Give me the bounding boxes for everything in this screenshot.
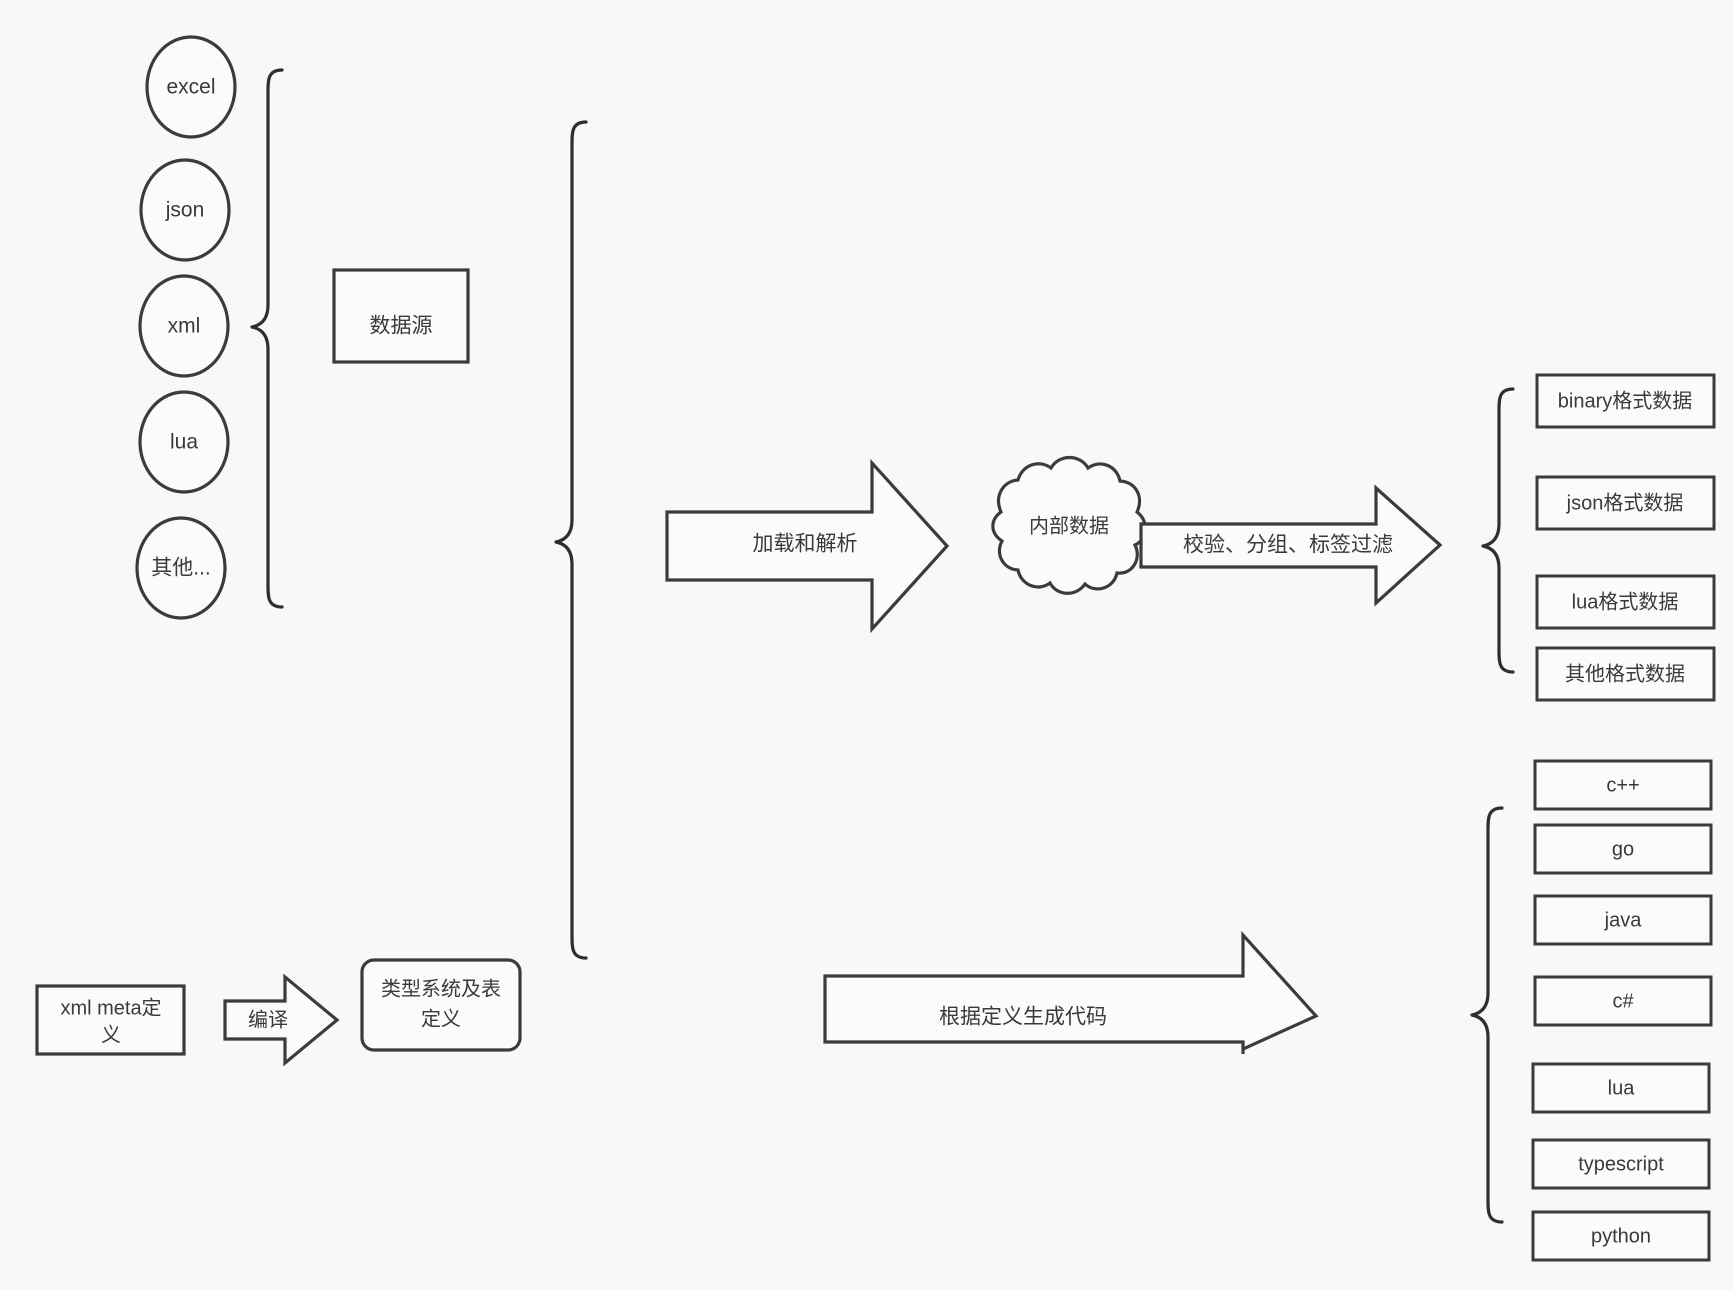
- compile-arrow: 编译: [223, 973, 340, 1067]
- language-box[interactable]: go: [1533, 823, 1713, 875]
- language-box[interactable]: c#: [1533, 975, 1713, 1027]
- type-system-label-line2: 定义: [421, 1007, 461, 1030]
- output-format-box[interactable]: json格式数据: [1535, 475, 1716, 531]
- filter-arrow-label: 校验、分组、标签过滤: [1183, 534, 1393, 557]
- source-label: 其他...: [151, 557, 211, 580]
- source-node-lua[interactable]: lua: [138, 390, 230, 494]
- xml-meta-label-line1: xml meta定: [60, 996, 161, 1019]
- source-label: excel: [166, 76, 215, 99]
- output-format-label: binary格式数据: [1558, 389, 1692, 412]
- source-node-other[interactable]: 其他...: [135, 516, 227, 620]
- type-system-label-line1: 类型系统及表: [381, 977, 501, 1000]
- internal-data-cloud[interactable]: 内部数据: [991, 455, 1147, 595]
- language-label: c++: [1606, 774, 1639, 796]
- language-box[interactable]: python: [1531, 1210, 1711, 1262]
- language-label: c#: [1612, 990, 1634, 1012]
- output-format-box[interactable]: lua格式数据: [1535, 574, 1716, 630]
- output-format-label: json格式数据: [1566, 491, 1684, 514]
- language-label: typescript: [1578, 1153, 1664, 1175]
- source-label: json: [165, 199, 205, 222]
- xml-meta-label-line2: 义: [101, 1023, 121, 1046]
- load-parse-arrow: 加载和解析: [665, 458, 950, 634]
- output-format-box[interactable]: binary格式数据: [1535, 373, 1716, 429]
- filter-arrow: 校验、分组、标签过滤: [1139, 484, 1443, 607]
- codegen-arrow: 根据定义生成代码: [823, 930, 1319, 1054]
- output-format-label: lua格式数据: [1572, 590, 1679, 613]
- data-source-label: 数据源: [370, 315, 433, 338]
- compile-arrow-label: 编译: [248, 1008, 288, 1031]
- language-label: go: [1612, 838, 1634, 860]
- output-formats-brace-icon: [1481, 387, 1515, 674]
- language-box[interactable]: typescript: [1531, 1138, 1711, 1190]
- codegen-languages-brace-icon: [1470, 806, 1504, 1224]
- codegen-arrow-label: 根据定义生成代码: [939, 1006, 1107, 1029]
- language-label: java: [1604, 909, 1643, 931]
- data-source-group: excel json xml lua 其他...: [135, 35, 237, 620]
- data-source-box[interactable]: 数据源: [332, 268, 470, 364]
- pipeline-input-brace-icon: [554, 120, 588, 960]
- language-label: python: [1591, 1225, 1651, 1247]
- language-box[interactable]: c++: [1533, 759, 1713, 811]
- source-node-excel[interactable]: excel: [145, 35, 237, 139]
- load-parse-arrow-label: 加载和解析: [753, 533, 858, 556]
- source-label: xml: [168, 315, 201, 338]
- source-node-xml[interactable]: xml: [138, 274, 230, 378]
- source-label: lua: [170, 431, 198, 454]
- sources-brace-icon: [250, 68, 284, 609]
- internal-data-label: 内部数据: [1029, 514, 1109, 537]
- output-format-list: binary格式数据 json格式数据 lua格式数据 其他格式数据: [1535, 373, 1716, 702]
- codegen-language-list: c++ go java c# lua typescript: [1531, 759, 1713, 1262]
- output-format-box[interactable]: 其他格式数据: [1535, 646, 1716, 702]
- source-node-json[interactable]: json: [139, 158, 231, 262]
- language-box[interactable]: java: [1533, 894, 1713, 946]
- language-box[interactable]: lua: [1531, 1062, 1711, 1114]
- language-label: lua: [1608, 1077, 1636, 1099]
- output-format-label: 其他格式数据: [1565, 662, 1685, 685]
